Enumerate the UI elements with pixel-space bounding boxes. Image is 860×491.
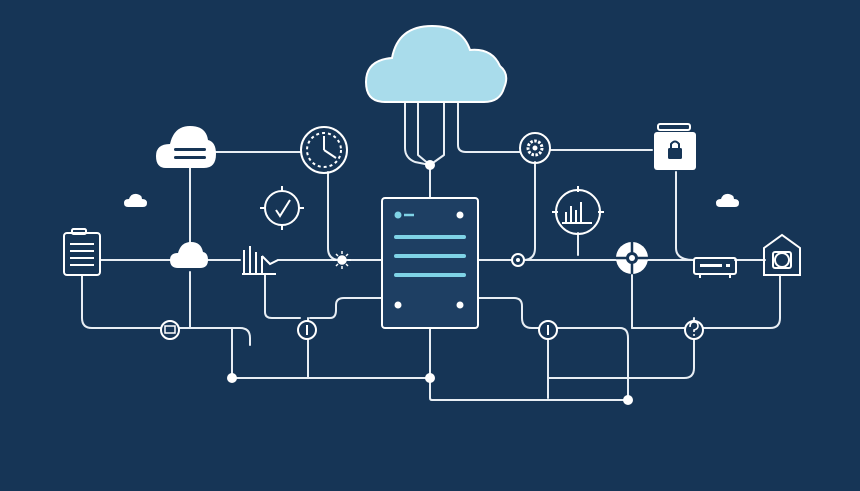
bus-cloud-icon [170,242,208,268]
connector-lines [81,99,781,401]
question-node-icon [684,320,704,340]
sun-node-icon [333,251,351,269]
small-cloud-icon [156,126,216,168]
document-icon [63,228,101,276]
info-node-right-icon [538,320,558,340]
home-icon [763,233,801,276]
network-hub-icon [616,242,648,274]
tiny-cloud-right-icon [716,193,739,207]
bus-node-icon [511,253,525,267]
chart-target-icon [552,186,604,235]
junction-dot [227,373,237,383]
junction-dots [227,160,633,405]
central-server-icon [381,197,479,329]
main-cloud-icon [364,24,508,103]
clock-icon [300,126,348,174]
lock-box-icon [654,123,696,170]
gear-icon [519,132,551,164]
bar-chart-icon [242,246,279,275]
tiny-cloud-left-icon [124,193,147,207]
junction-dot [425,160,435,170]
junction-dot [425,373,435,383]
info-node-icon [297,320,317,340]
junction-dot [623,395,633,405]
mail-node-icon [160,320,180,340]
gauge-icon [260,186,304,230]
router-device-icon [693,257,737,278]
